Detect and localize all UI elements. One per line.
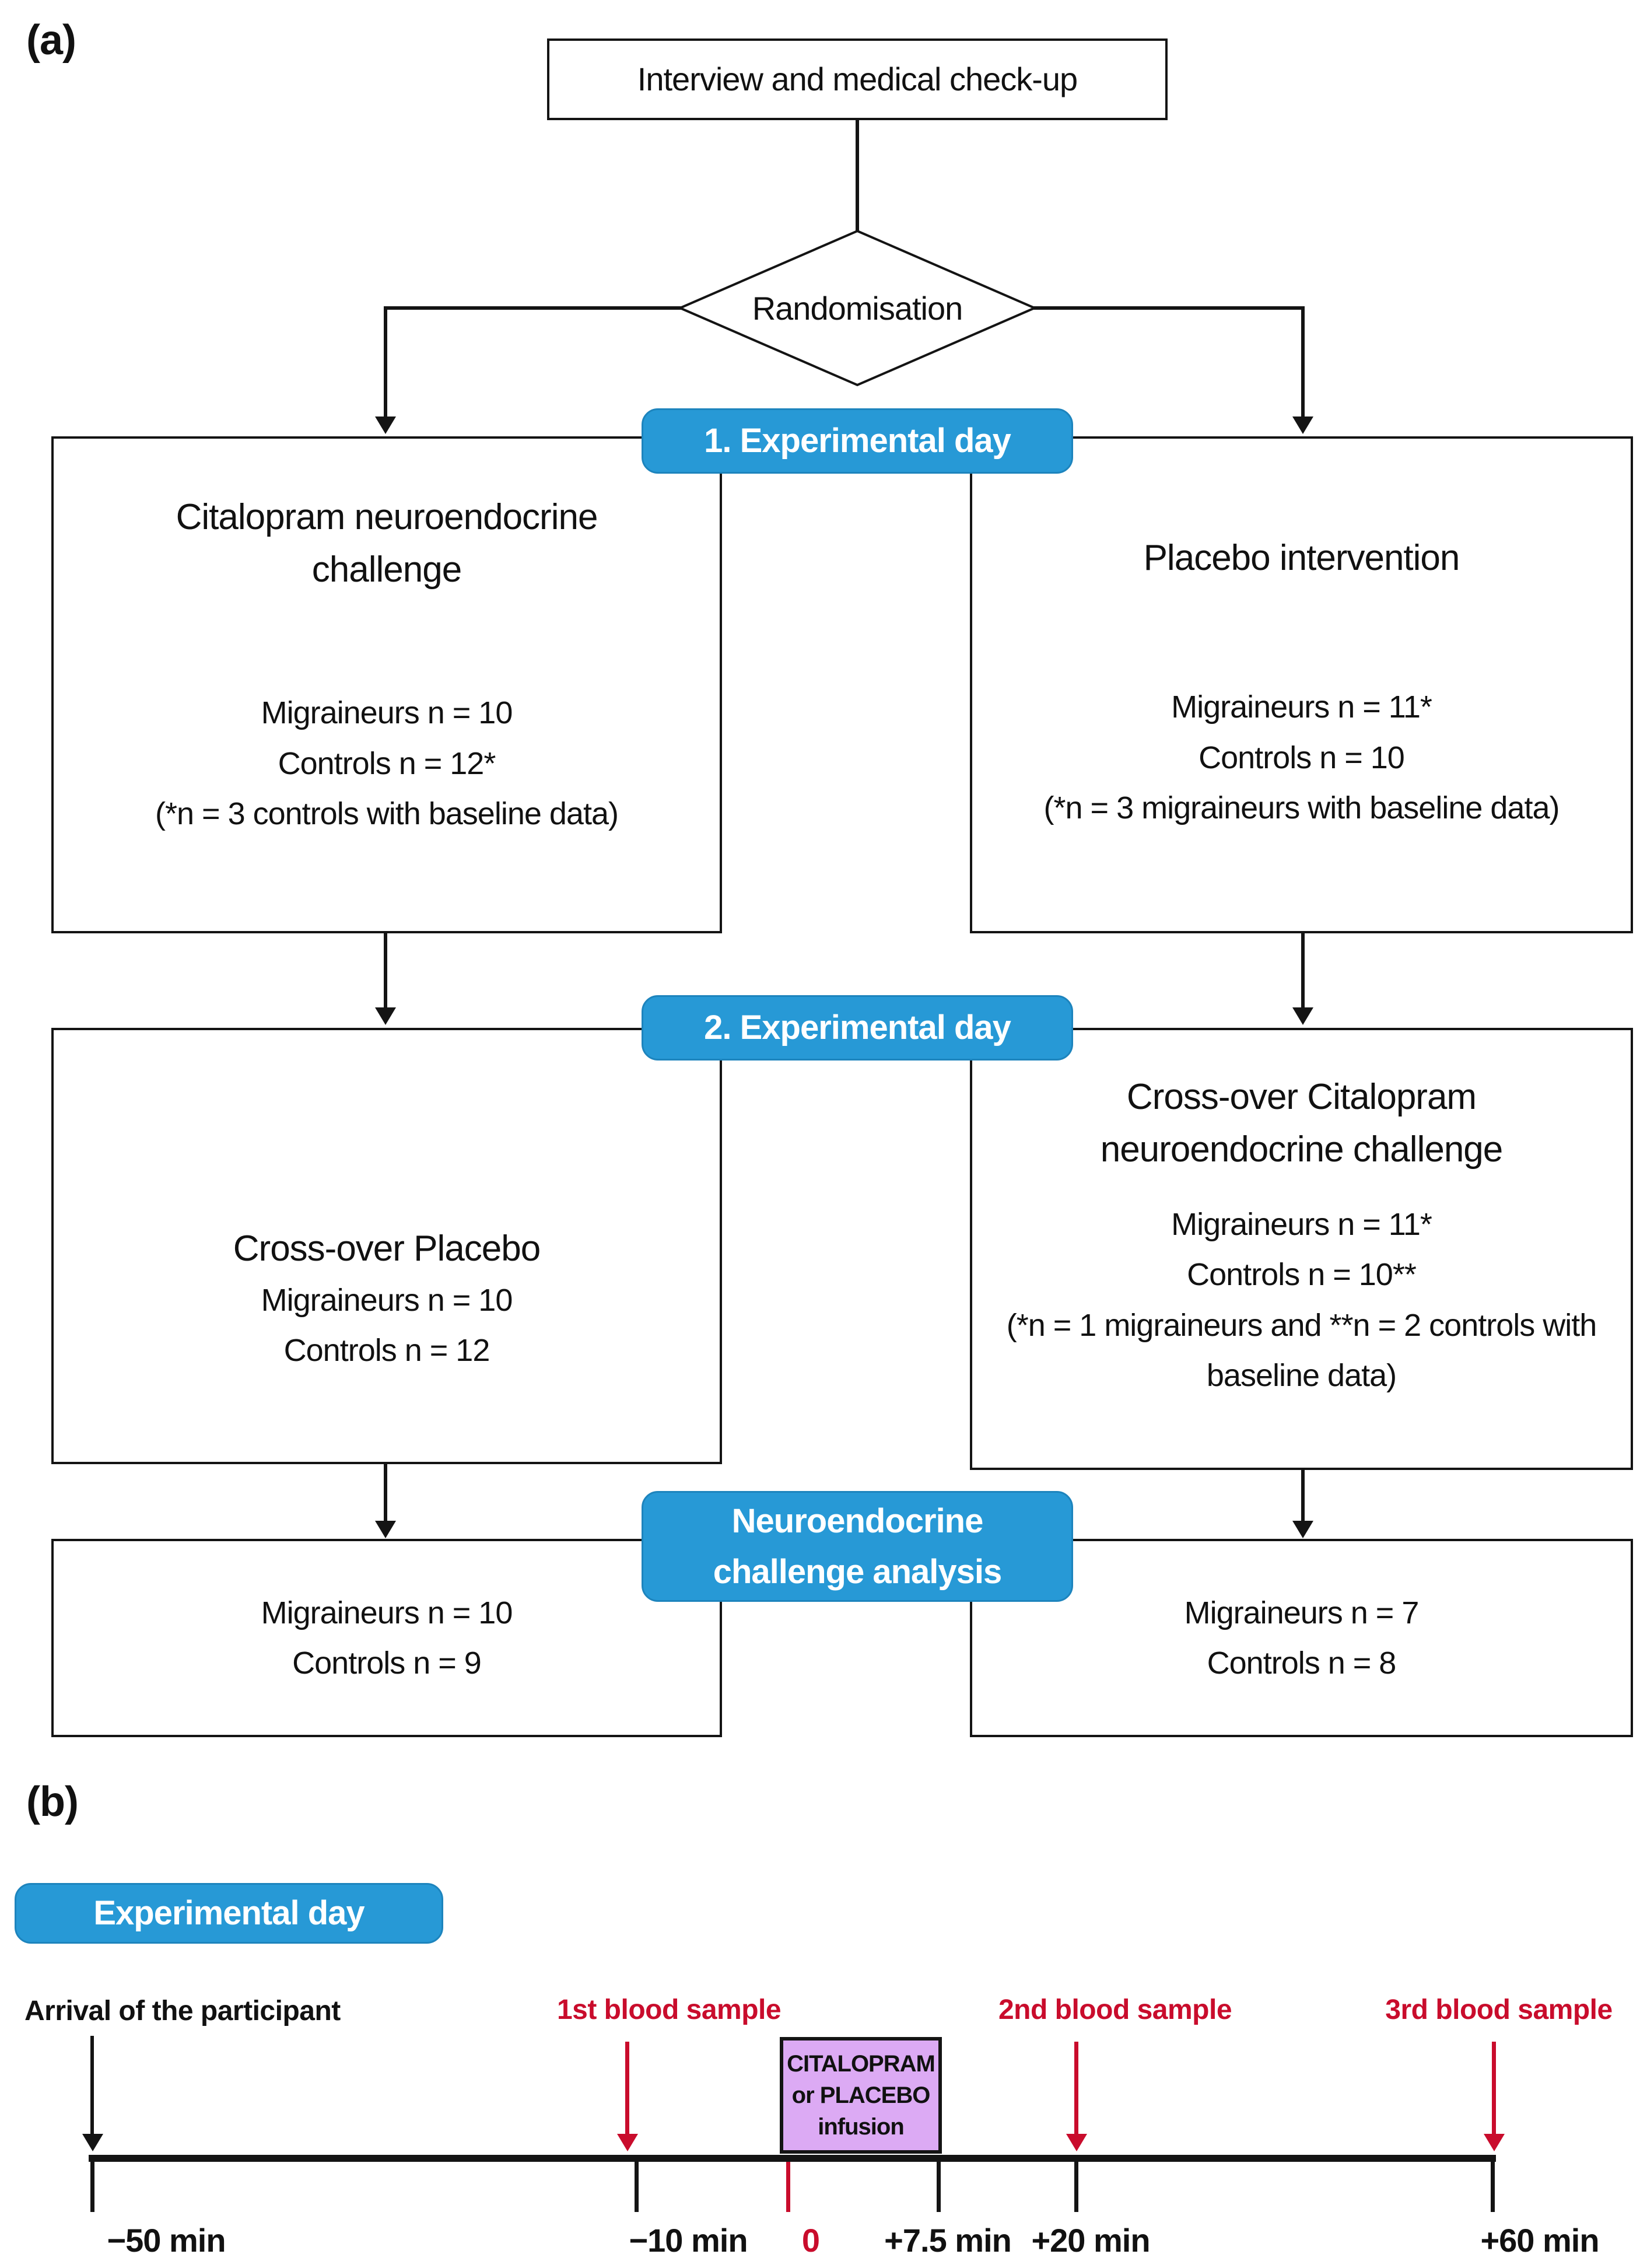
stat-line: Controls n = 10 <box>1199 740 1405 775</box>
blood-sample-1-label: 1st blood sample <box>556 1994 782 2025</box>
tick-label-minus50: −50 min <box>107 2222 226 2259</box>
analysis-left-lines: Migraineurs n = 10 Controls n = 9 <box>261 1588 513 1689</box>
badge-neuroendocrine-analysis: Neuroendocrine challenge analysis <box>642 1491 1073 1602</box>
tick-label-zero: 0 <box>801 2222 820 2259</box>
stat-line: Controls n = 8 <box>1207 1646 1397 1681</box>
interview-box-text: Interview and medical check-up <box>637 61 1078 98</box>
arrow-line-right-2 <box>1301 933 1305 1008</box>
interview-box: Interview and medical check-up <box>547 38 1168 120</box>
citalopram-challenge-lines: Migraineurs n = 10 Controls n = 12* (*n … <box>155 688 619 839</box>
stat-line: (*n = 1 migraineurs and **n = 2 controls… <box>1006 1307 1597 1393</box>
arrowhead-right-1 <box>1292 416 1313 434</box>
arrival-arrowhead <box>82 2134 103 2151</box>
placebo-intervention-lines: Migraineurs n = 11* Controls n = 10 (*n … <box>1044 682 1560 833</box>
tick-label-minus10: −10 min <box>629 2222 748 2259</box>
arrow-line-left-3 <box>384 1464 387 1521</box>
blood-sample-2-label: 2nd blood sample <box>998 1994 1232 2025</box>
stat-line: (*n = 3 migraineurs with baseline data) <box>1043 790 1560 826</box>
stat-line: Migraineurs n = 10 <box>261 695 513 731</box>
sample-1-arrowhead <box>617 2134 638 2151</box>
arrow-line-left-2 <box>384 933 387 1008</box>
arrowhead-right-3 <box>1292 1521 1313 1538</box>
connector-diamond-right <box>1033 306 1303 310</box>
arrowhead-right-2 <box>1292 1007 1313 1025</box>
timeline-axis <box>89 2155 1496 2162</box>
blood-sample-3-label: 3rd blood sample <box>1385 1994 1613 2025</box>
tick-label-plus60: +60 min <box>1480 2222 1599 2259</box>
placebo-intervention-title: Placebo intervention <box>1143 538 1460 578</box>
sample-3-arrowhead <box>1484 2134 1505 2151</box>
infusion-line: CITALOPRAM <box>787 2051 935 2077</box>
stat-line: Migraineurs n = 7 <box>1184 1595 1420 1630</box>
crossover-citalopram-box: Cross-over Citalopram neuroendocrine cha… <box>970 1028 1633 1470</box>
connector-diamond-left <box>384 306 681 310</box>
citalopram-challenge-title: Citalopram neuroendocrine challenge <box>176 497 598 590</box>
crossover-placebo-lines: Migraineurs n = 10 Controls n = 12 <box>261 1275 513 1376</box>
analysis-right-box: Migraineurs n = 7 Controls n = 8 <box>970 1539 1633 1737</box>
sample-1-arrow-line <box>625 2042 629 2135</box>
panel-b-label: (b) <box>26 1779 79 1825</box>
randomisation-diamond: Randomisation <box>677 229 1038 387</box>
sample-2-arrowhead <box>1066 2134 1087 2151</box>
arrowhead-left-1 <box>375 416 396 434</box>
analysis-right-lines: Migraineurs n = 7 Controls n = 8 <box>1184 1588 1420 1689</box>
stat-line: Controls n = 12 <box>283 1333 490 1368</box>
diamond-shape <box>677 229 1038 387</box>
tick-minus50 <box>90 2161 94 2212</box>
sample-2-arrow-line <box>1074 2042 1078 2135</box>
stat-line: Migraineurs n = 10 <box>261 1282 513 1318</box>
tick-plus60 <box>1491 2161 1495 2212</box>
analysis-left-box: Migraineurs n = 10 Controls n = 9 <box>51 1539 722 1737</box>
tick-minus10 <box>635 2161 639 2212</box>
crossover-placebo-title: Cross-over Placebo <box>233 1228 541 1269</box>
stat-line: Controls n = 9 <box>292 1646 482 1681</box>
arrival-arrow-line <box>90 2036 94 2135</box>
crossover-placebo-box: Cross-over Placebo Migraineurs n = 10 Co… <box>51 1028 722 1464</box>
infusion-line: or PLACEBO <box>791 2082 931 2108</box>
stat-line: Migraineurs n = 11* <box>1171 1206 1432 1242</box>
arrow-line-right-1 <box>1301 306 1305 417</box>
stat-line: Migraineurs n = 11* <box>1171 690 1432 725</box>
stat-line: Controls n = 12* <box>278 746 496 781</box>
badge-experimental-day-1: 1. Experimental day <box>642 408 1073 474</box>
crossover-citalopram-title: Cross-over Citalopram neuroendocrine cha… <box>1100 1077 1504 1170</box>
tick-zero <box>786 2161 790 2212</box>
connector-top-to-diamond <box>856 119 859 231</box>
arrow-line-right-3 <box>1301 1470 1305 1521</box>
arrowhead-left-2 <box>375 1007 396 1025</box>
tick-plus7-5 <box>937 2161 941 2212</box>
arrow-line-left-1 <box>384 306 387 417</box>
stat-line: Migraineurs n = 10 <box>261 1595 513 1630</box>
badge-experimental-day-b: Experimental day <box>15 1883 443 1944</box>
crossover-citalopram-lines: Migraineurs n = 11* Controls n = 10** (*… <box>990 1199 1614 1401</box>
arrival-label: Arrival of the participant <box>24 1996 341 2027</box>
arrowhead-left-3 <box>375 1521 396 1538</box>
infusion-line: infusion <box>818 2114 905 2140</box>
citalopram-challenge-box: Citalopram neuroendocrine challenge Migr… <box>51 436 722 933</box>
sample-3-arrow-line <box>1492 2042 1496 2135</box>
infusion-box: CITALOPRAM or PLACEBO infusion <box>780 2037 942 2154</box>
panel-a-label: (a) <box>26 17 76 64</box>
tick-label-plus20: +20 min <box>1031 2222 1150 2259</box>
stat-line: (*n = 3 controls with baseline data) <box>155 796 619 832</box>
placebo-intervention-box: Placebo intervention Migraineurs n = 11*… <box>970 436 1633 933</box>
tick-plus20 <box>1074 2161 1078 2212</box>
stat-line: Controls n = 10** <box>1187 1257 1417 1293</box>
tick-label-plus7-5: +7.5 min <box>884 2222 1012 2259</box>
diamond-label: Randomisation <box>752 289 963 327</box>
badge-experimental-day-2: 2. Experimental day <box>642 995 1073 1060</box>
